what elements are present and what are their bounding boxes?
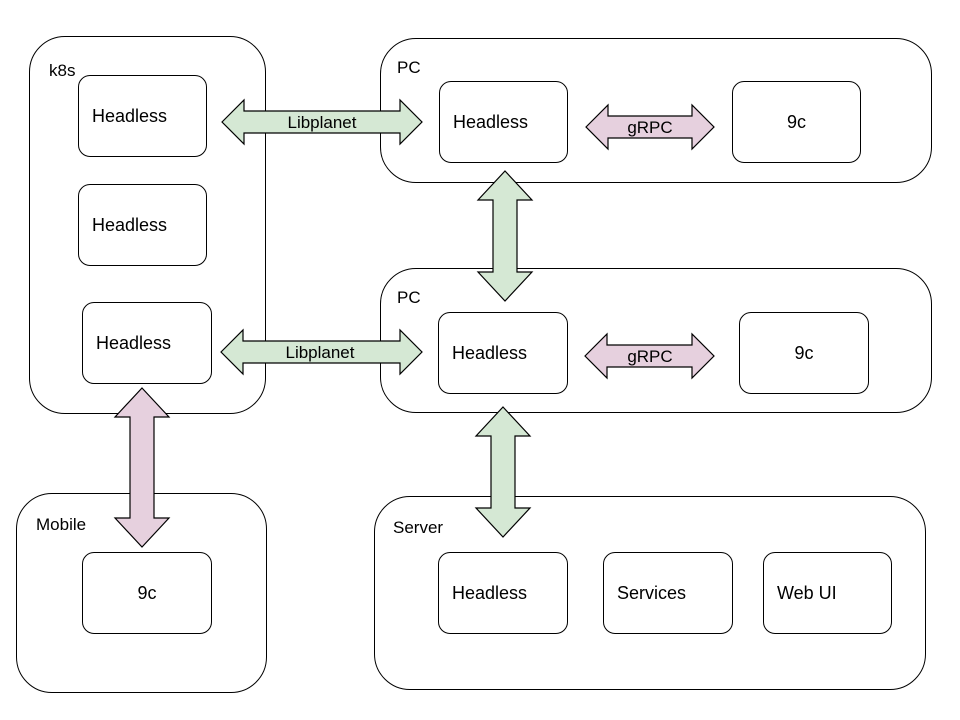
grpc-top-label: gRPC bbox=[627, 118, 672, 137]
pc-top-headless-node: Headless bbox=[439, 81, 568, 163]
server-webui-node: Web UI bbox=[763, 552, 892, 634]
libplanet-bottom-label: Libplanet bbox=[285, 343, 354, 362]
k8s-headless-node-1: Headless bbox=[78, 75, 207, 157]
k8s-label: k8s bbox=[49, 61, 76, 80]
grpc-top-arrow bbox=[585, 103, 715, 151]
k8s-headless-node-2: Headless bbox=[78, 184, 207, 266]
pc-mid-headless-node: Headless bbox=[438, 312, 568, 394]
mobile-9c-node: 9c bbox=[82, 552, 212, 634]
grpc-mid-arrow bbox=[584, 332, 715, 380]
pc-mid-label: PC bbox=[397, 288, 421, 307]
libplanet-top-label: Libplanet bbox=[287, 113, 356, 132]
grpc-mid-label: gRPC bbox=[627, 347, 672, 366]
pc-top-label: PC bbox=[397, 58, 421, 77]
pc-to-pc-arrow bbox=[476, 170, 534, 302]
server-headless-node: Headless bbox=[438, 552, 568, 634]
pc-top-9c-node: 9c bbox=[732, 81, 861, 163]
mobile-label: Mobile bbox=[36, 515, 87, 534]
pc-mid-9c-node: 9c bbox=[739, 312, 869, 394]
k8s-to-mobile-arrow bbox=[113, 387, 171, 548]
server-services-node: Services bbox=[603, 552, 733, 634]
pc-to-server-arrow bbox=[474, 406, 532, 538]
k8s-headless-node-3: Headless bbox=[82, 302, 212, 384]
server-label: Server bbox=[393, 518, 444, 537]
libplanet-bottom-arrow bbox=[220, 328, 423, 376]
libplanet-top-arrow bbox=[221, 98, 423, 146]
